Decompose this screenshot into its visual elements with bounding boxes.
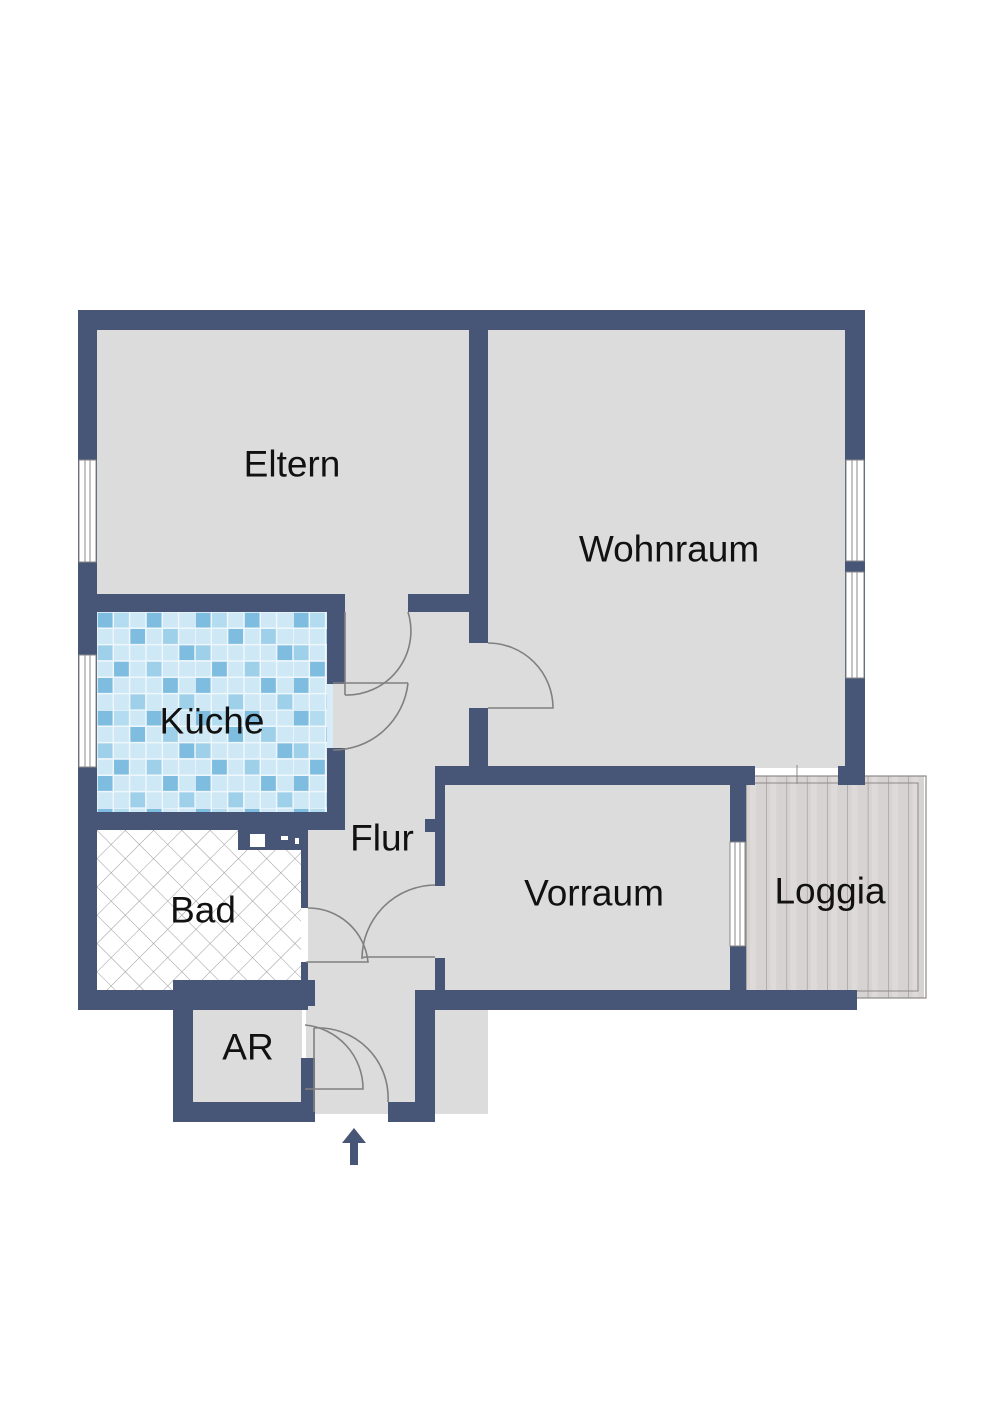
room-label-bad: Bad <box>170 889 236 931</box>
arrow-up-icon <box>342 1128 366 1165</box>
floor-loggia <box>746 776 924 998</box>
window-wohnraum-1 <box>845 459 865 562</box>
floor-vorraum <box>445 785 730 991</box>
door-vorraum <box>361 884 436 960</box>
window-kueche <box>78 654 97 768</box>
shaft-opening-small <box>281 836 288 840</box>
windows <box>78 459 865 947</box>
door-eltern <box>344 611 412 696</box>
room-label-flur: Flur <box>350 817 414 859</box>
floors <box>97 330 924 1114</box>
door-kueche <box>332 682 409 751</box>
door-wohnraum <box>487 642 554 709</box>
window-wohnraum-2 <box>845 571 865 679</box>
room-label-loggia: Loggia <box>774 870 886 912</box>
room-label-ar: AR <box>222 1026 274 1068</box>
window-eltern <box>78 459 97 563</box>
room-label-vorraum: Vorraum <box>524 872 664 914</box>
floor-ar <box>192 1000 302 1104</box>
door-entrance <box>313 1027 389 1112</box>
floor-eltern <box>97 330 469 594</box>
floor-kueche <box>97 612 328 812</box>
floor-bad-door-threshold <box>301 906 308 962</box>
doors <box>304 611 554 1112</box>
window-vorraum <box>729 841 746 947</box>
room-label-wohnraum: Wohnraum <box>578 528 760 570</box>
room-label-eltern: Eltern <box>243 443 341 485</box>
shaft-opening <box>250 834 265 847</box>
floor-kueche-door-threshold <box>327 683 333 749</box>
floor-bad <box>97 830 301 990</box>
shaft-opening-tiny <box>295 838 299 844</box>
floor-wohnraum <box>488 330 846 768</box>
room-label-kueche: Küche <box>159 700 265 742</box>
